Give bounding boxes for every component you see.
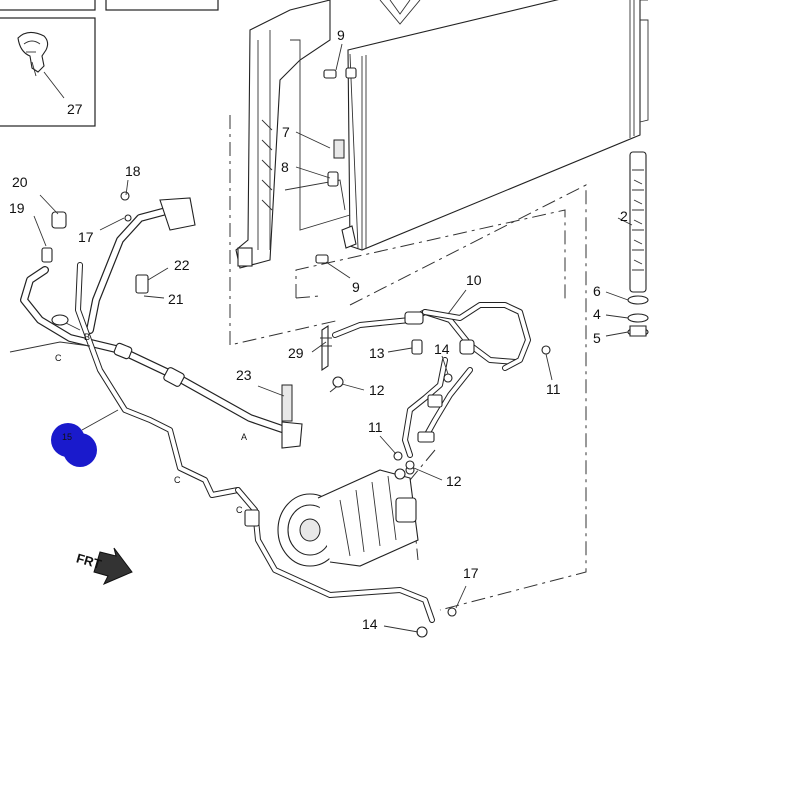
radiator-frame bbox=[235, 0, 421, 269]
connection-letter-a: A bbox=[241, 432, 247, 442]
callout-labels: 27 9 7 8 9 18 20 19 17 22 21 2 6 4 5 10 … bbox=[9, 27, 628, 632]
callout-29: 29 bbox=[288, 345, 304, 361]
callout-19: 19 bbox=[9, 200, 25, 216]
front-arrow-label: FRT bbox=[75, 550, 103, 571]
connection-letters: A B C C C bbox=[55, 332, 247, 515]
callout-10: 10 bbox=[466, 272, 482, 288]
callout-14-lower: 14 bbox=[362, 616, 378, 632]
detail-box-clip bbox=[0, 17, 96, 127]
callout-21: 21 bbox=[168, 291, 184, 307]
highlight-marker-label: 15 bbox=[62, 432, 72, 442]
callout-22: 22 bbox=[174, 257, 190, 273]
callout-12-lower: 12 bbox=[446, 473, 462, 489]
callout-18: 18 bbox=[125, 163, 141, 179]
suction-hose-left bbox=[9, 197, 435, 623]
callout-6: 6 bbox=[593, 283, 601, 299]
callout-9-top: 9 bbox=[337, 27, 345, 43]
callout-23: 23 bbox=[236, 367, 252, 383]
leader-lines bbox=[33, 43, 633, 633]
callout-20: 20 bbox=[12, 174, 28, 190]
connection-letter-c-lower: C bbox=[236, 505, 243, 515]
detail-box-top bbox=[0, 0, 219, 11]
connection-letter-c-left: C bbox=[55, 353, 62, 363]
callout-5: 5 bbox=[593, 330, 601, 346]
front-direction-arrow: FRT bbox=[75, 547, 133, 585]
callout-2: 2 bbox=[620, 208, 628, 224]
callout-4: 4 bbox=[593, 306, 601, 322]
callout-11-right: 11 bbox=[546, 381, 561, 397]
callout-13: 13 bbox=[369, 345, 385, 361]
callout-12-upper: 12 bbox=[369, 382, 385, 398]
compressor bbox=[277, 465, 419, 567]
callout-27: 27 bbox=[67, 101, 83, 117]
condenser bbox=[333, 0, 649, 251]
callout-8: 8 bbox=[281, 159, 289, 175]
callout-7: 7 bbox=[282, 124, 290, 140]
hose-assembly-10 bbox=[320, 302, 531, 458]
callout-9-bottom: 9 bbox=[352, 279, 360, 295]
connection-letter-c-middle: C bbox=[174, 475, 181, 485]
callout-17-left: 17 bbox=[78, 229, 94, 245]
callout-14-upper: 14 bbox=[434, 341, 450, 357]
connection-letter-b: B bbox=[84, 332, 90, 342]
highlight-marker[interactable]: 15 bbox=[51, 423, 97, 467]
callout-11-lower: 11 bbox=[368, 419, 383, 435]
receiver-dryer bbox=[627, 151, 649, 337]
callout-17-lower: 17 bbox=[463, 565, 479, 581]
